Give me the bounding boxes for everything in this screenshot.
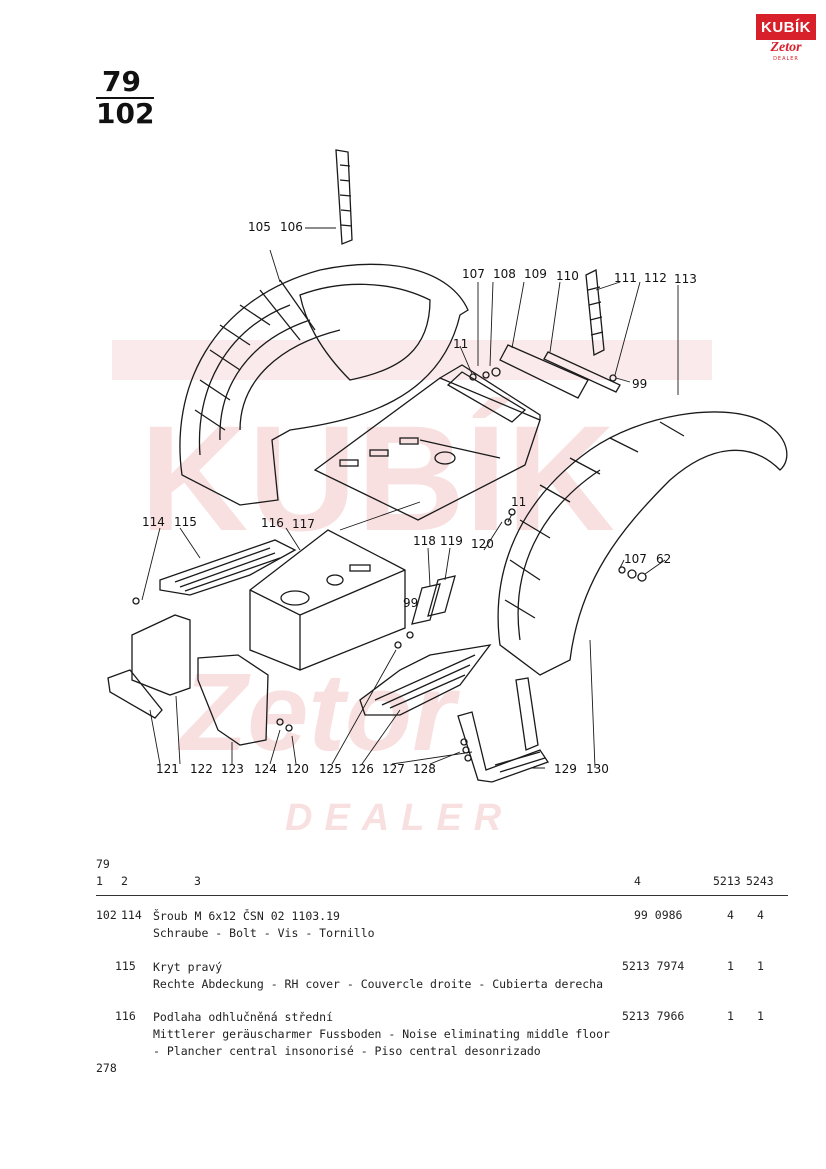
- row-qty-5243: 1: [757, 959, 764, 973]
- callout-label: 11: [453, 337, 468, 351]
- page-number: 278: [96, 1061, 117, 1075]
- callout-label: 121: [156, 762, 179, 776]
- callout-label: 128: [413, 762, 436, 776]
- callout-label: 62: [656, 552, 671, 566]
- callout-label: 110: [556, 269, 579, 283]
- callout-label: 117: [292, 517, 315, 531]
- callout-label: 107: [624, 552, 647, 566]
- fraction-rule: [96, 97, 154, 99]
- callout-label: 105: [248, 220, 271, 234]
- seals-drawing: [411, 575, 456, 625]
- callout-labels: 105 106 107 108 109 110 111 112 113 11 9…: [142, 220, 697, 776]
- row-position: 102: [96, 908, 117, 922]
- callout-label: 118: [413, 534, 436, 548]
- col-header-3: 3: [194, 874, 201, 888]
- center-console-drawing: [249, 529, 406, 671]
- row-qty-5243: 4: [757, 908, 764, 922]
- logo-script-text: Zetor: [770, 40, 802, 55]
- callout-label: 11: [511, 495, 526, 509]
- callout-label: 119: [440, 534, 463, 548]
- row-item: 116: [115, 1009, 136, 1023]
- callout-label: 99: [403, 596, 418, 610]
- row-desc-line: Schraube - Bolt - Vis - Tornillo: [153, 926, 375, 940]
- row-qty-5213: 1: [727, 959, 734, 973]
- watermark-brand: KUBÍK: [140, 394, 615, 562]
- slotted-bracket-drawing: [335, 149, 353, 245]
- logo-dealer-text: DEALER: [773, 56, 799, 62]
- callout-label: 120: [286, 762, 309, 776]
- table-group-label: 79: [96, 857, 110, 871]
- row-desc-line: Rechte Abdeckung - RH cover - Couvercle …: [153, 977, 604, 991]
- callout-label: 127: [382, 762, 405, 776]
- callout-label: 122: [190, 762, 213, 776]
- row-qty-5243: 1: [757, 1009, 764, 1023]
- callout-label: 120: [471, 537, 494, 551]
- callout-label: 130: [586, 762, 609, 776]
- header-divider: [96, 895, 788, 896]
- left-mat-drawing: [359, 644, 492, 716]
- dealer-watermark: KUBÍK Zetor DEALER: [112, 340, 712, 839]
- callout-label: 124: [254, 762, 277, 776]
- callout-label: 108: [493, 267, 516, 281]
- callout-label: 109: [524, 267, 547, 281]
- callout-label: 126: [351, 762, 374, 776]
- row-desc-line: Mittlerer geräuscharmer Fussboden - Nois…: [153, 1027, 610, 1041]
- callout-label: 99: [632, 377, 647, 391]
- right-mat-drawing: [159, 539, 297, 596]
- left-fender-drawing: [179, 263, 469, 506]
- step-drawing: [457, 677, 550, 783]
- row-part-number: 99 0986: [634, 908, 683, 922]
- callout-label: 115: [174, 515, 197, 529]
- dealer-logo: KUBÍK Zetor DEALER: [756, 14, 816, 68]
- callout-label: 116: [261, 516, 284, 530]
- row-item: 114: [121, 908, 142, 922]
- callout-label: 107: [462, 267, 485, 281]
- watermark-script: Zetor: [177, 651, 460, 774]
- watermark-dealer: DEALER: [285, 797, 513, 839]
- row-qty-5213: 4: [727, 908, 734, 922]
- floor-plate-drawing: [313, 364, 541, 521]
- col-header-4: 4: [634, 874, 641, 888]
- callout-label: 112: [644, 271, 667, 285]
- row-desc-line: Šroub M 6x12 ČSN 02 1103.19: [153, 909, 340, 923]
- leader-lines: [141, 227, 679, 769]
- col-header-6: 5243: [746, 874, 774, 888]
- row-desc-line: Podlaha odhlučněná střední: [153, 1010, 334, 1024]
- section-number: 102: [96, 97, 155, 130]
- col-header-1: 1: [96, 874, 103, 888]
- row-desc-line: - Plancher central insonorisé - Piso cen…: [153, 1044, 541, 1058]
- row-desc-line: Kryt pravý: [153, 960, 223, 974]
- brackets-drawing: [107, 614, 269, 746]
- group-section-number: 79 102: [96, 68, 154, 128]
- col-header-5: 5213: [713, 874, 741, 888]
- callout-label: 113: [674, 272, 697, 286]
- callout-label: 125: [319, 762, 342, 776]
- cover-plate-drawing: [499, 268, 621, 399]
- right-fender-drawing: [497, 411, 788, 676]
- logo-brand-text: KUBÍK: [756, 14, 816, 40]
- callout-label: 114: [142, 515, 165, 529]
- group-number: 79: [102, 65, 141, 98]
- callout-label: 129: [554, 762, 577, 776]
- row-qty-5213: 1: [727, 1009, 734, 1023]
- column-headers: 1 2 3 4 5213 5243: [96, 874, 786, 888]
- row-part-number: 5213 7974: [622, 959, 685, 973]
- callout-label: 106: [280, 220, 303, 234]
- exploded-parts-diagram: KUBÍK Zetor DEALER: [107, 149, 788, 839]
- callout-label: 123: [221, 762, 244, 776]
- col-header-2: 2: [121, 874, 128, 888]
- row-part-number: 5213 7966: [622, 1009, 685, 1023]
- callout-label: 111: [614, 271, 637, 285]
- row-item: 115: [115, 959, 136, 973]
